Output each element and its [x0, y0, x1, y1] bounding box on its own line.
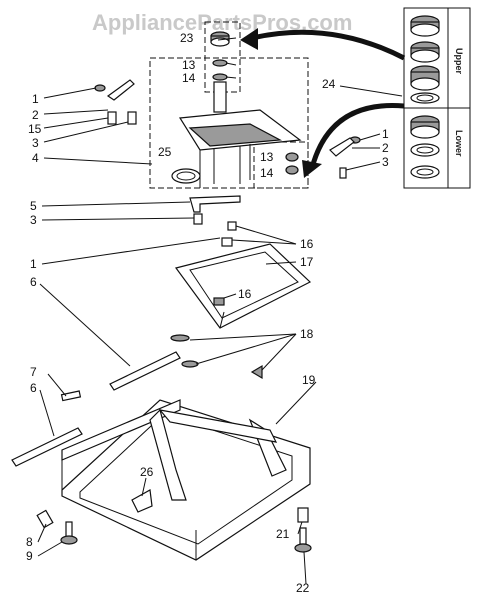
callout-5: 5: [30, 199, 37, 213]
rail-part-6b: [11, 427, 83, 467]
rail-part-6a: [109, 351, 181, 391]
callout-17: 17: [300, 255, 314, 269]
leader-lines: [37, 37, 403, 585]
callout-7: 7: [30, 365, 37, 379]
right-hardware: [285, 136, 361, 179]
upper-pointer-arrow: [240, 28, 406, 61]
callout-15: 15: [28, 122, 42, 136]
callout-1-right: 1: [382, 127, 389, 141]
left-hardware: [94, 79, 137, 125]
callout-16-top: 16: [300, 237, 314, 251]
bearing-inset: Upper Lower: [403, 7, 471, 189]
upper-label: Upper: [454, 48, 464, 75]
lower-pointer-arrow: [302, 103, 405, 178]
callout-1-top-left: 1: [32, 92, 39, 106]
callout-14-right: 14: [260, 166, 274, 180]
clip-part-26: [131, 489, 153, 513]
callout-25: 25: [158, 145, 172, 159]
lower-bearing-stack: [410, 115, 440, 179]
callout-3-right: 3: [382, 155, 389, 169]
base-frame-part-19: [61, 399, 311, 561]
callout-numbers: 1 2 15 3 4 23 13 14 24 1 2 3 13 14 25 5 …: [26, 31, 389, 595]
frame-part-17: [174, 221, 312, 329]
callout-21: 21: [276, 527, 290, 541]
callout-3-mid: 3: [30, 213, 37, 227]
rail-part-7: [60, 390, 82, 402]
callout-13-right: 13: [260, 150, 274, 164]
callout-9: 9: [26, 549, 33, 563]
upper-bearing-stack: [410, 15, 440, 104]
callout-13-center: 13: [182, 58, 196, 72]
callout-18: 18: [300, 327, 314, 341]
lower-label: Lower: [454, 130, 464, 157]
callout-24: 24: [322, 77, 336, 91]
assembly-outline: [149, 21, 309, 189]
transmission-spider: [171, 81, 302, 188]
callout-2-right: 2: [382, 141, 389, 155]
clips-part-18: [170, 334, 263, 380]
callout-16-lower: 16: [238, 287, 252, 301]
callout-14-center: 14: [182, 71, 196, 85]
bracket-part-5: [189, 195, 241, 225]
callout-4: 4: [32, 151, 39, 165]
callout-6-top: 6: [30, 275, 37, 289]
bearing-stack-center: [210, 31, 230, 81]
callout-6-bottom: 6: [30, 381, 37, 395]
callout-3-top-left: 3: [32, 136, 39, 150]
foot-right: [294, 507, 312, 553]
callout-8: 8: [26, 535, 33, 549]
foot-left: [36, 509, 78, 545]
callout-2-top-left: 2: [32, 108, 39, 122]
callout-22: 22: [296, 581, 310, 595]
callout-26: 26: [140, 465, 154, 479]
callout-23: 23: [180, 31, 194, 45]
callout-1-mid: 1: [30, 257, 37, 271]
callout-19: 19: [302, 373, 316, 387]
